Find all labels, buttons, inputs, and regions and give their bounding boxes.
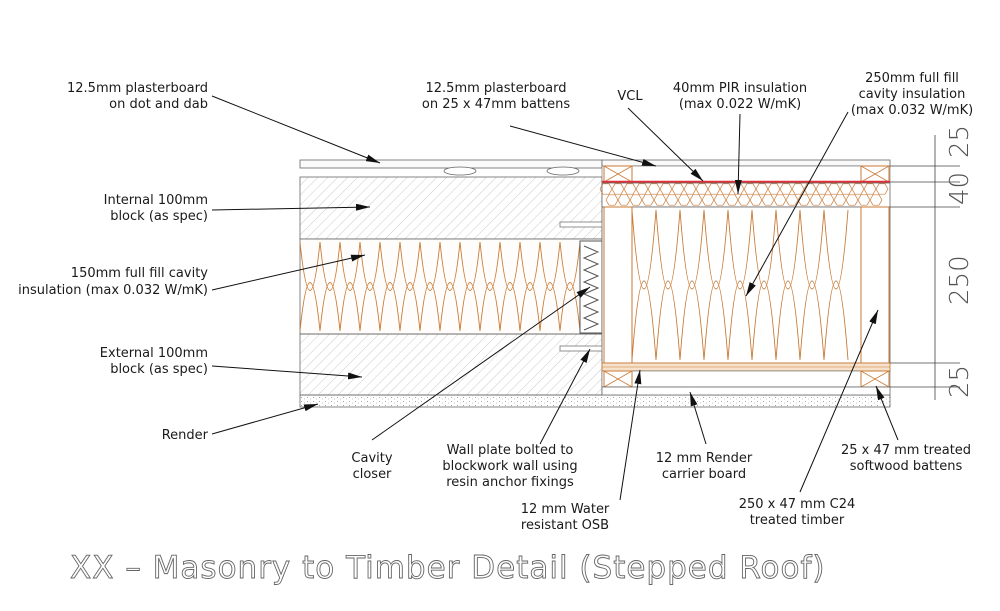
- svg-text:treated timber: treated timber: [750, 513, 845, 528]
- drawing-title: XX – Masonry to Timber Detail (Stepped R…: [70, 550, 825, 586]
- pir-hex-pattern: [599, 183, 889, 206]
- timber-wall: [599, 159, 891, 396]
- label-plasterboard-dab: 12.5mm plasterboard on dot and dab: [67, 81, 208, 112]
- label-wall-plate: Wall plate bolted to blockwork wall usin…: [442, 443, 577, 490]
- dim-40: 40: [945, 172, 975, 205]
- svg-text:250 x 47 mm C24: 250 x 47 mm C24: [739, 497, 856, 512]
- timber-batten-cross: [603, 370, 633, 388]
- dim-25-bottom: 25: [945, 365, 975, 398]
- svg-text:Cavity: Cavity: [351, 451, 392, 466]
- label-c24-timber: 250 x 47 mm C24 treated timber: [739, 497, 856, 528]
- svg-text:blockwork wall using: blockwork wall using: [442, 459, 577, 474]
- dab-blob: [443, 166, 477, 176]
- label-plasterboard-battens: 12.5mm plasterboard on 25 x 47mm battens: [422, 81, 570, 112]
- render-carrier-board: [601, 386, 891, 396]
- svg-text:on dot and dab: on dot and dab: [109, 97, 208, 112]
- svg-text:External 100mm: External 100mm: [100, 346, 208, 361]
- svg-text:closer: closer: [353, 467, 392, 482]
- svg-text:12.5mm plasterboard: 12.5mm plasterboard: [426, 81, 567, 96]
- svg-text:Render: Render: [162, 428, 209, 443]
- dab-blob: [546, 166, 580, 176]
- insulation-pattern: [631, 209, 849, 361]
- label-external-block: External 100mm block (as spec): [100, 346, 208, 377]
- dim-250: 250: [945, 255, 975, 305]
- label-render: Render: [162, 428, 209, 443]
- svg-text:resistant OSB: resistant OSB: [521, 518, 609, 533]
- svg-text:Wall plate bolted to: Wall plate bolted to: [447, 443, 574, 458]
- label-osb: 12 mm Water resistant OSB: [521, 502, 610, 533]
- svg-text:cavity insulation: cavity insulation: [859, 87, 966, 102]
- svg-text:on 25 x 47mm battens: on 25 x 47mm battens: [422, 97, 570, 112]
- timber-batten-cross: [860, 165, 890, 183]
- svg-text:insulation (max 0.032 W/mK): insulation (max 0.032 W/mK): [18, 283, 208, 298]
- timber-batten-cross: [860, 370, 890, 388]
- svg-text:(max 0.032 W/mK): (max 0.032 W/mK): [851, 103, 973, 118]
- svg-text:40mm PIR insulation: 40mm PIR insulation: [673, 81, 807, 96]
- bottom-batten-zone: [601, 370, 891, 388]
- insulation-wave: [299, 241, 581, 332]
- cavity-closer-zigzag: [582, 245, 600, 331]
- insulation-pattern: [299, 241, 581, 332]
- top-batten-zone: [601, 165, 891, 183]
- svg-text:12 mm Render: 12 mm Render: [656, 451, 753, 466]
- svg-text:250mm full fill: 250mm full fill: [865, 71, 959, 86]
- svg-text:block (as spec): block (as spec): [110, 362, 208, 377]
- svg-text:softwood battens: softwood battens: [850, 459, 963, 474]
- dimension-lines: [890, 135, 960, 400]
- label-vcl: VCL: [617, 89, 643, 104]
- pir-hex: [599, 183, 889, 206]
- label-cavity-closer: Cavity closer: [351, 451, 392, 482]
- timber-batten-cross: [603, 165, 633, 183]
- plasterboard-dab-layer: [299, 159, 603, 169]
- timber-cavity-250: [601, 206, 891, 364]
- svg-text:25 x 47 mm treated: 25 x 47 mm treated: [841, 443, 971, 458]
- svg-text:resin anchor fixings: resin anchor fixings: [446, 475, 574, 490]
- label-battens: 25 x 47 mm treated softwood battens: [841, 443, 971, 474]
- svg-text:12 mm Water: 12 mm Water: [521, 502, 610, 517]
- svg-text:Internal 100mm: Internal 100mm: [104, 193, 208, 208]
- label-internal-block: Internal 100mm block (as spec): [104, 193, 208, 224]
- svg-text:carrier board: carrier board: [662, 467, 746, 482]
- cavity-insulation-150: [299, 238, 603, 335]
- leader-lines: [211, 95, 899, 501]
- render-layer: [299, 394, 891, 408]
- svg-text:VCL: VCL: [617, 89, 643, 104]
- dim-25-top: 25: [945, 125, 975, 158]
- svg-text:12.5mm plasterboard: 12.5mm plasterboard: [67, 81, 208, 96]
- label-cavity-250: 250mm full fill cavity insulation (max 0…: [851, 71, 973, 118]
- insulation-wave: [631, 209, 849, 361]
- internal-block: [299, 176, 603, 240]
- external-block: [299, 333, 603, 396]
- label-carrier-board: 12 mm Render carrier board: [656, 451, 753, 482]
- label-pir: 40mm PIR insulation (max 0.022 W/mK): [673, 81, 807, 112]
- svg-text:block (as spec): block (as spec): [110, 209, 208, 224]
- svg-text:150mm full fill cavity: 150mm full fill cavity: [71, 266, 209, 281]
- svg-text:(max 0.022 W/mK): (max 0.022 W/mK): [679, 97, 801, 112]
- label-cavity-150: 150mm full fill cavity insulation (max 0…: [18, 266, 208, 298]
